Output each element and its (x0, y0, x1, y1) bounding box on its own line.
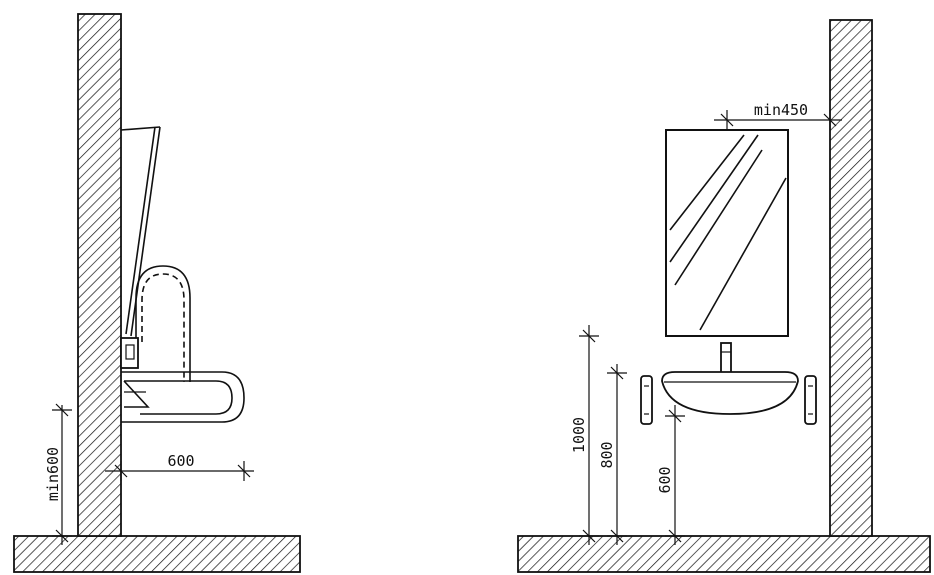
mirror-front (665, 129, 789, 337)
dim-min600: min600 (44, 403, 72, 545)
dim-600-knee: 600 (656, 405, 685, 545)
dim-600-depth: 600 (105, 452, 254, 481)
floor-left (13, 535, 301, 573)
tilting-mirror-side (120, 126, 161, 337)
dim-800: 800 (598, 364, 627, 545)
label-min450: min450 (754, 101, 808, 119)
label-1000: 1000 (570, 417, 588, 453)
side-view: min600 600 (13, 13, 301, 573)
grab-rail-right-front (804, 375, 817, 425)
dim-1000: 1000 (570, 325, 599, 545)
floor-right (517, 535, 931, 573)
label-800: 800 (598, 441, 616, 468)
dim-min450: min450 (714, 101, 842, 130)
grab-rail-left-front (640, 375, 653, 425)
label-min600: min600 (44, 447, 62, 501)
washbasin-front (661, 371, 799, 415)
wall-right (829, 19, 873, 537)
grab-rail-side (135, 265, 191, 382)
washbasin-side (121, 371, 245, 423)
label-600-depth: 600 (167, 452, 194, 470)
faucet-front (720, 342, 732, 374)
wall-left (77, 13, 122, 537)
front-view: min450 1000 (517, 19, 931, 573)
label-600-knee: 600 (656, 466, 674, 493)
